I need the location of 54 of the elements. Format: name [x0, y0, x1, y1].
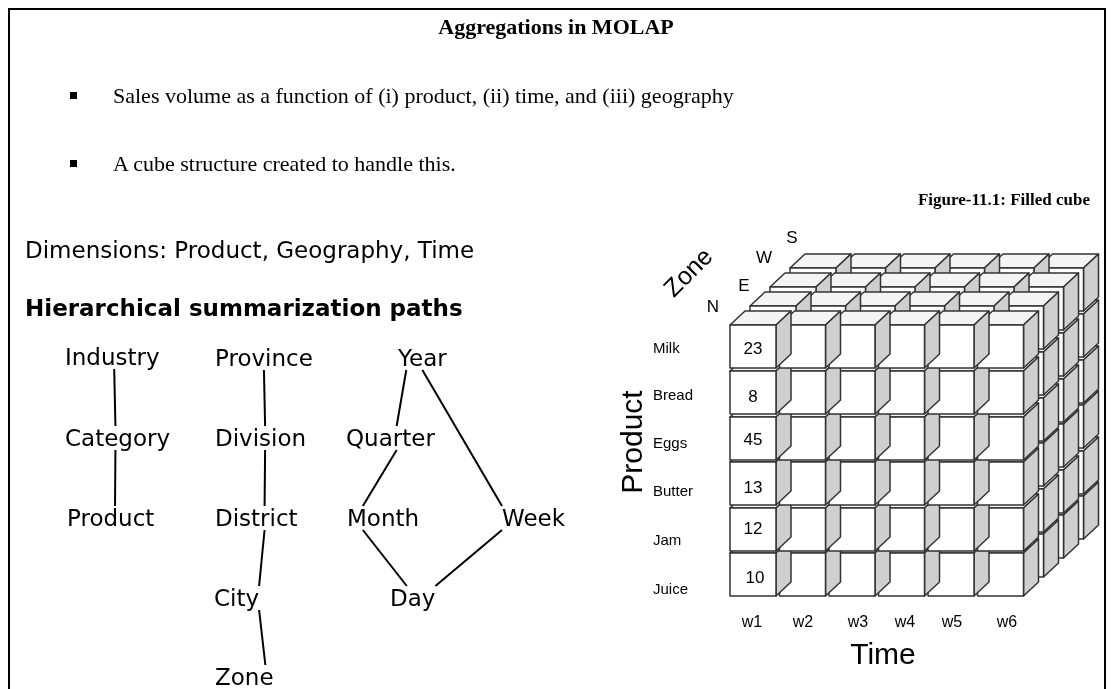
section-heading: Hierarchical summarization paths — [25, 296, 463, 320]
cell-value: 23 — [743, 339, 763, 357]
hierarchy-level: Month — [347, 506, 420, 530]
figure-caption: Figure-11.1: Filled cube — [917, 190, 1090, 208]
hierarchy-level: Quarter — [346, 426, 435, 450]
zone-label: E — [738, 276, 750, 294]
cell-value: 12 — [743, 519, 763, 537]
hierarchy-level: Province — [215, 346, 313, 370]
connector-line — [262, 369, 267, 427]
zone-label: W — [756, 248, 772, 266]
row-label: Bread — [653, 386, 694, 402]
hierarchy-level: Product — [67, 506, 155, 530]
hierarchy-level: Zone — [215, 665, 274, 689]
row-label: Butter — [653, 482, 694, 498]
connector-line — [258, 529, 266, 587]
connector-line — [434, 529, 503, 587]
connector-line — [361, 449, 398, 507]
bullet-text: Sales volume as a function of (i) product, (ii) time, and (iii) geography — [113, 85, 734, 107]
axis-label: Time — [850, 639, 916, 669]
dimensions-text: Dimensions: Product, Geography, Time — [25, 238, 475, 262]
row-label: Juice — [653, 580, 689, 596]
row-label: Eggs — [653, 434, 688, 450]
connector-line — [421, 369, 503, 507]
column-label: w6 — [996, 614, 1018, 630]
column-label: w3 — [847, 614, 869, 630]
column-label: w4 — [894, 614, 916, 630]
cell-value: 45 — [743, 430, 763, 448]
axis-label: Product — [617, 390, 647, 494]
bullet-text: A cube structure created to handle this. — [113, 153, 456, 175]
hierarchy-level: Category — [65, 426, 171, 450]
hierarchy-level: Day — [390, 586, 436, 610]
row-label: Milk — [653, 339, 680, 355]
connector-line — [361, 529, 408, 587]
hierarchy-level: District — [215, 506, 298, 530]
column-label: w2 — [792, 614, 814, 630]
hierarchy-level: Division — [215, 426, 307, 450]
hierarchy-level: Year — [398, 346, 447, 370]
hierarchy-level: City — [214, 586, 260, 610]
connector-line — [114, 449, 117, 507]
cell-value: 10 — [745, 568, 765, 586]
cell-value: 13 — [743, 478, 763, 496]
title: Aggregations in MOLAP — [438, 16, 674, 38]
hierarchy-level: Week — [502, 506, 565, 530]
connector-line — [113, 368, 117, 427]
column-label: w5 — [941, 614, 963, 630]
connector-line — [258, 609, 267, 666]
column-label: w1 — [741, 614, 763, 630]
zone-label: S — [786, 228, 798, 246]
connector-line — [263, 449, 267, 507]
row-label: Jam — [653, 531, 682, 547]
hierarchy-level: Industry — [65, 345, 160, 369]
cell-value: 8 — [748, 387, 758, 405]
connector-line — [395, 369, 408, 427]
zone-label: N — [706, 297, 720, 315]
